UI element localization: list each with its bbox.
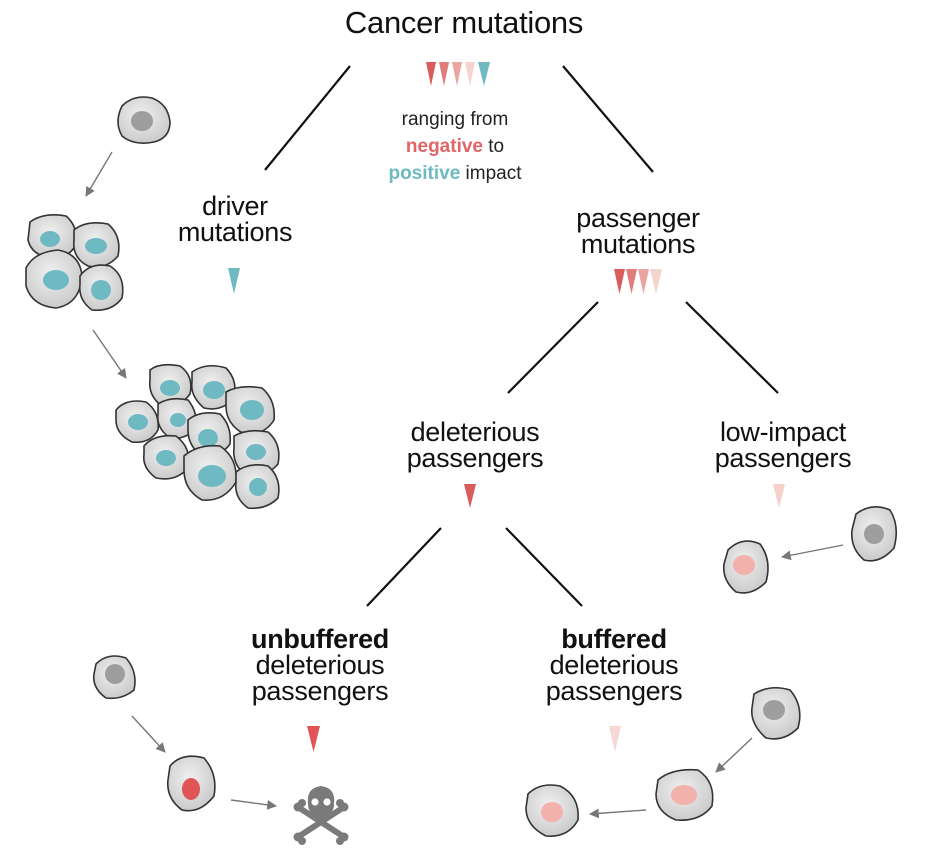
triangle-marker-icon bbox=[638, 269, 649, 294]
nucleus bbox=[671, 785, 697, 805]
node-line-bold: unbuffered bbox=[251, 624, 389, 654]
legend-line-2: negative to bbox=[355, 133, 555, 160]
node-line: passengers bbox=[545, 676, 683, 706]
connector-passenger-lowimpact bbox=[685, 301, 779, 394]
node-deleterious-passengers: deleterious passengers bbox=[385, 417, 565, 473]
nucleus bbox=[198, 429, 218, 447]
arrow bbox=[230, 799, 277, 810]
lowimpact-marker-icon bbox=[773, 484, 785, 508]
cell-cluster-small bbox=[25, 214, 124, 312]
node-line: passenger bbox=[576, 203, 700, 233]
triangle-marker-icon bbox=[614, 269, 625, 294]
triangle-marker-icon bbox=[478, 62, 490, 86]
nucleus bbox=[541, 802, 563, 822]
arrow bbox=[92, 329, 127, 379]
skull-crossbones-icon bbox=[293, 786, 349, 845]
deleterious-marker-icon bbox=[464, 484, 476, 508]
legend-negative-word: negative bbox=[405, 136, 483, 157]
connector-deleterious-unbuffered bbox=[366, 527, 442, 607]
nucleus bbox=[131, 111, 153, 131]
nucleus bbox=[160, 380, 180, 396]
lowimpact-cell-lineage bbox=[722, 506, 898, 594]
node-line-bold: buffered bbox=[561, 624, 667, 654]
nucleus bbox=[91, 280, 111, 300]
nucleus bbox=[203, 381, 225, 399]
buffered-cell-lineage bbox=[525, 686, 801, 837]
tree-connectors bbox=[264, 65, 779, 607]
connector-deleterious-buffered bbox=[505, 527, 583, 607]
nucleus bbox=[156, 450, 176, 466]
passenger-markers bbox=[614, 269, 662, 294]
nucleus bbox=[249, 478, 267, 496]
triangle-marker-icon bbox=[452, 62, 462, 86]
nucleus bbox=[170, 413, 186, 427]
nucleus bbox=[733, 555, 755, 575]
node-line: deleterious bbox=[549, 650, 679, 680]
nucleus bbox=[864, 524, 884, 544]
arrow bbox=[589, 808, 647, 819]
node-buffered-deleterious-passengers: buffered deleterious passengers bbox=[519, 624, 709, 706]
arrow bbox=[781, 544, 844, 561]
nucleus bbox=[105, 664, 125, 684]
triangle-marker-icon bbox=[439, 62, 449, 86]
arrow bbox=[131, 715, 166, 753]
nucleus bbox=[198, 465, 226, 487]
node-low-impact-passengers: low-impact passengers bbox=[693, 417, 873, 473]
nucleus bbox=[43, 270, 69, 290]
node-line: passengers bbox=[714, 443, 852, 473]
nucleus bbox=[182, 778, 200, 800]
legend-positive-word: positive bbox=[388, 163, 461, 184]
unbuffered-cell-lineage bbox=[92, 655, 277, 812]
connector-root-passenger bbox=[562, 65, 654, 173]
legend-line-3: positive impact bbox=[355, 160, 555, 187]
driver-marker-icon bbox=[228, 268, 240, 294]
node-line: deleterious bbox=[410, 417, 540, 447]
legend-to-word: to bbox=[482, 136, 505, 157]
arrow bbox=[85, 151, 113, 197]
legend-markers bbox=[426, 62, 490, 86]
nucleus bbox=[128, 414, 148, 430]
node-line: driver bbox=[202, 191, 268, 221]
node-line: mutations bbox=[580, 229, 696, 259]
nucleus bbox=[40, 231, 60, 247]
node-line: mutations bbox=[177, 217, 293, 247]
triangle-marker-icon bbox=[465, 62, 475, 86]
impact-legend: ranging from negative to positive impact bbox=[355, 106, 555, 187]
cell-cluster-large bbox=[115, 363, 280, 510]
buffered-marker-icon bbox=[609, 726, 621, 752]
node-line: passengers bbox=[251, 676, 389, 706]
connector-passenger-deleterious bbox=[507, 301, 599, 394]
triangle-marker-icon bbox=[426, 62, 436, 86]
arrow bbox=[715, 737, 753, 773]
node-driver-mutations: driver mutations bbox=[150, 191, 320, 247]
node-passenger-mutations: passenger mutations bbox=[553, 203, 723, 259]
diagram-title: Cancer mutations bbox=[344, 5, 584, 40]
node-unbuffered-deleterious-passengers: unbuffered deleterious passengers bbox=[225, 624, 415, 706]
driver-cell-lineage bbox=[25, 96, 280, 510]
triangle-marker-icon bbox=[650, 269, 662, 294]
unbuffered-marker-icon bbox=[307, 726, 320, 752]
triangle-marker-icon bbox=[626, 269, 637, 294]
connector-root-driver bbox=[264, 65, 351, 171]
node-line: low-impact bbox=[719, 417, 847, 447]
node-line: deleterious bbox=[255, 650, 385, 680]
nucleus bbox=[85, 238, 107, 254]
legend-impact-word: impact bbox=[460, 163, 522, 184]
nucleus bbox=[763, 700, 785, 720]
nucleus bbox=[246, 444, 266, 460]
legend-line-1: ranging from bbox=[401, 109, 509, 130]
nucleus bbox=[240, 400, 264, 420]
node-line: passengers bbox=[406, 443, 544, 473]
